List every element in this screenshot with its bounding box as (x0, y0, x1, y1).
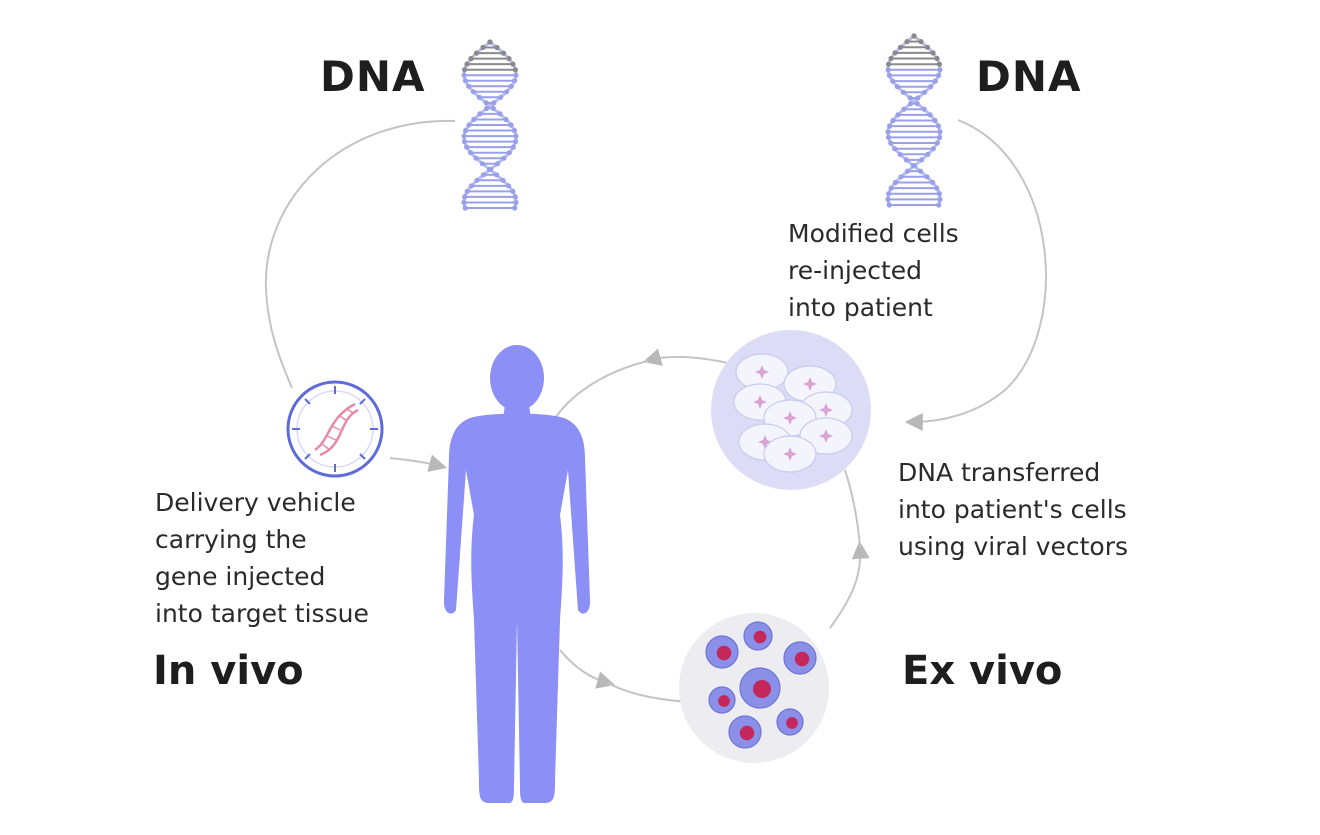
patient-cells-icon (679, 613, 829, 763)
caption-line: into patient (788, 293, 933, 322)
caption-line: into target tissue (155, 599, 369, 628)
dna-right-label: DNA (976, 52, 1082, 101)
ex-vivo-label: Ex vivo (902, 648, 1063, 694)
arc-right (844, 469, 861, 549)
arc-dna-to-vehicle (264, 119, 456, 389)
delivery-vehicle-caption: Delivery vehicle carrying the gene injec… (155, 484, 369, 632)
human-silhouette-icon (443, 345, 591, 803)
connector-arrows (264, 119, 1047, 703)
caption-line: gene injected (155, 562, 326, 591)
caption-line: DNA transferred (898, 458, 1101, 487)
arc-bottom (607, 682, 691, 703)
dna-left-label: DNA (320, 52, 426, 101)
caption-line: Modified cells (788, 219, 959, 248)
caption-line: re-injected (788, 256, 923, 285)
arc-body-top (554, 360, 649, 419)
arrow-vehicle-to-body (389, 454, 447, 472)
modified-cells-caption: Modified cells re-injected into patient (788, 215, 959, 326)
arrow-body-to-patient-cells (559, 649, 615, 689)
arrow-dna-to-modified-cells (904, 119, 1047, 431)
caption-line: into patient's cells (898, 495, 1127, 524)
dna-transferred-caption: DNA transferred into patient's cells usi… (898, 454, 1128, 565)
caption-line: using viral vectors (898, 532, 1129, 561)
caption-line: carrying the (155, 525, 307, 554)
in-vivo-label: In vivo (153, 648, 304, 694)
dna-helix-icon (461, 39, 519, 211)
modified-cells-icon (711, 330, 871, 490)
arrow-patient-cells-to-modified (829, 540, 870, 629)
dna-helix-icon (885, 33, 943, 208)
arrow-cells-to-body (643, 348, 729, 366)
delivery-vehicle-icon (286, 380, 384, 478)
caption-line: Delivery vehicle (155, 488, 356, 517)
